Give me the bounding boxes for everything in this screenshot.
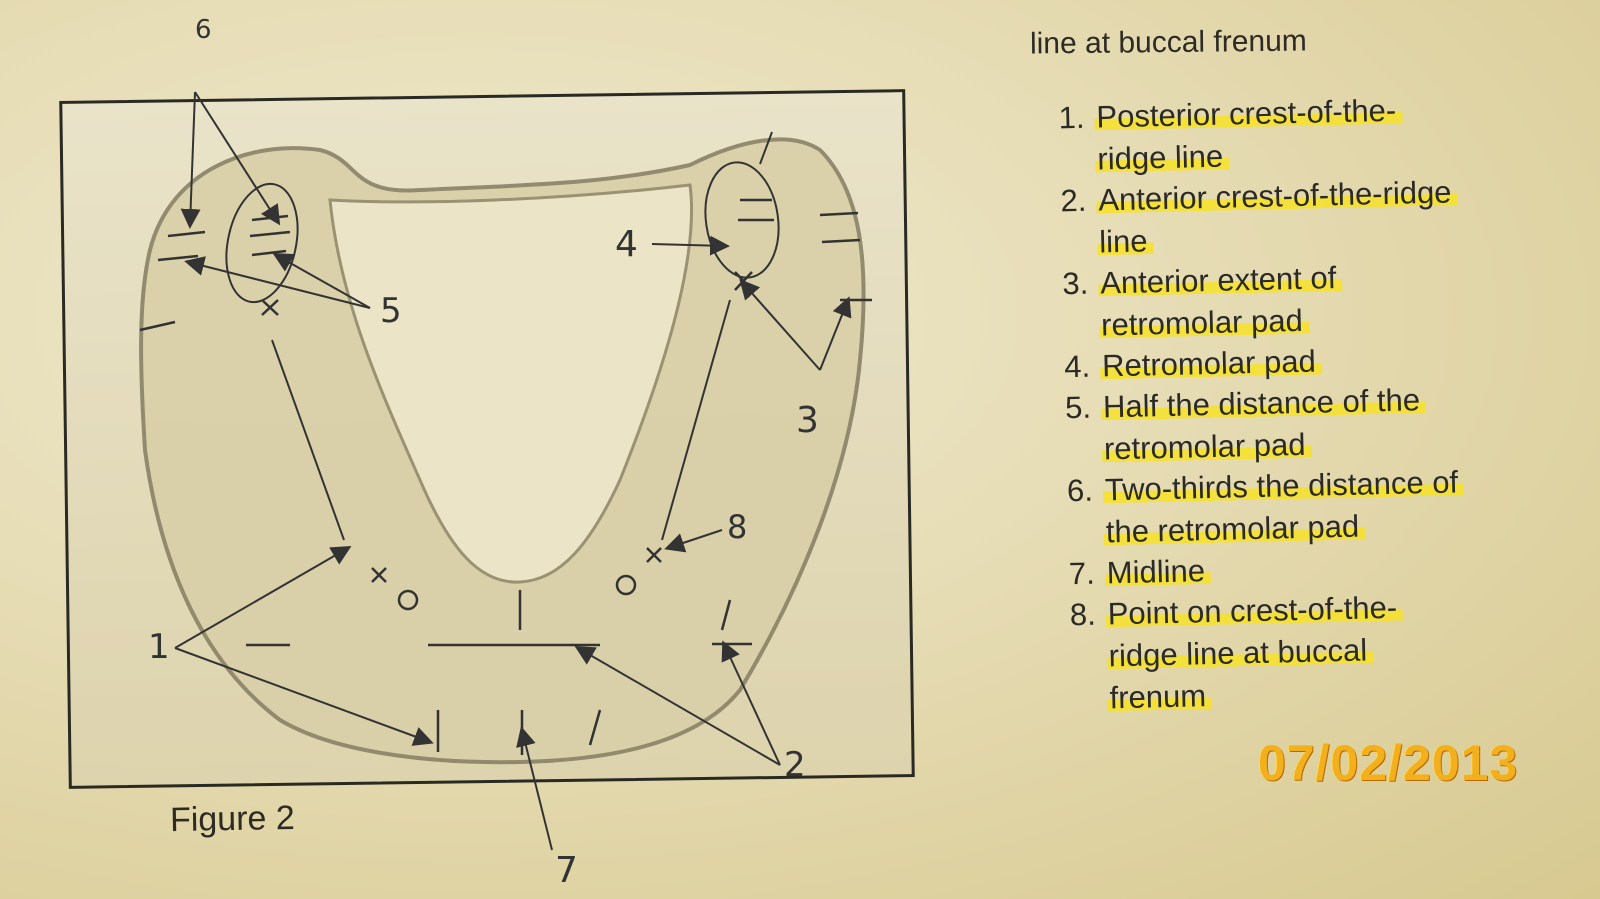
continued-line: line at buccal frenum — [1029, 24, 1307, 61]
legend-text: Midline — [1104, 553, 1212, 591]
label-4: 4 — [615, 224, 638, 265]
legend-text: Half the distance of the retromolar pad — [1100, 382, 1427, 467]
legend-text: Retromolar pad — [1099, 343, 1323, 384]
label-1: 1 — [148, 627, 170, 667]
legend-list: 1.Posterior crest-of-the-ridge line 2.An… — [1030, 88, 1465, 720]
legend-item: 3.Anterior extent of retromolar pad — [1034, 254, 1456, 348]
legend-number: 4. — [1063, 348, 1091, 385]
legend-item: 5.Half the distance of the retromolar pa… — [1037, 378, 1459, 472]
legend-item: 1.Posterior crest-of-the-ridge line — [1030, 88, 1452, 182]
legend-item: 8.Point on crest-of-the-ridge line at bu… — [1041, 585, 1464, 720]
label-6: 6 — [195, 15, 212, 45]
legend-number: 2. — [1060, 182, 1087, 219]
legend-number: 6. — [1066, 472, 1094, 509]
legend-number: 8. — [1069, 596, 1097, 633]
legend-item: 2.Anterior crest-of-the-ridge line — [1032, 171, 1458, 265]
legend-text: Point on crest-of-the-ridge line at bucc… — [1105, 589, 1404, 716]
legend-text: Anterior extent of retromolar pad — [1097, 259, 1343, 343]
legend-text: Posterior crest-of-the-ridge line — [1094, 92, 1403, 177]
legend-text: Anterior crest-of-the-ridge line — [1095, 174, 1458, 260]
label-7: 7 — [555, 850, 578, 891]
right-retromolar-pad — [704, 161, 780, 279]
label-8: 8 — [727, 508, 747, 546]
figure-caption: Figure 2 — [169, 798, 296, 840]
label-2: 2 — [784, 745, 806, 785]
left-retromolar-pad — [225, 182, 299, 304]
legend-number: 5. — [1064, 389, 1092, 426]
tongue-space — [328, 183, 694, 584]
camera-date-stamp: 07/02/2013 — [1258, 735, 1519, 791]
legend-item: 6.Two-thirds the distance of the retromo… — [1038, 461, 1465, 555]
label-3: 3 — [796, 400, 819, 441]
legend-number: 7. — [1068, 555, 1096, 592]
legend-text: Two-thirds the distance of the retromola… — [1102, 464, 1465, 550]
legend-number: 3. — [1061, 265, 1089, 302]
legend-number: 1. — [1058, 99, 1085, 136]
label-5: 5 — [380, 291, 402, 331]
